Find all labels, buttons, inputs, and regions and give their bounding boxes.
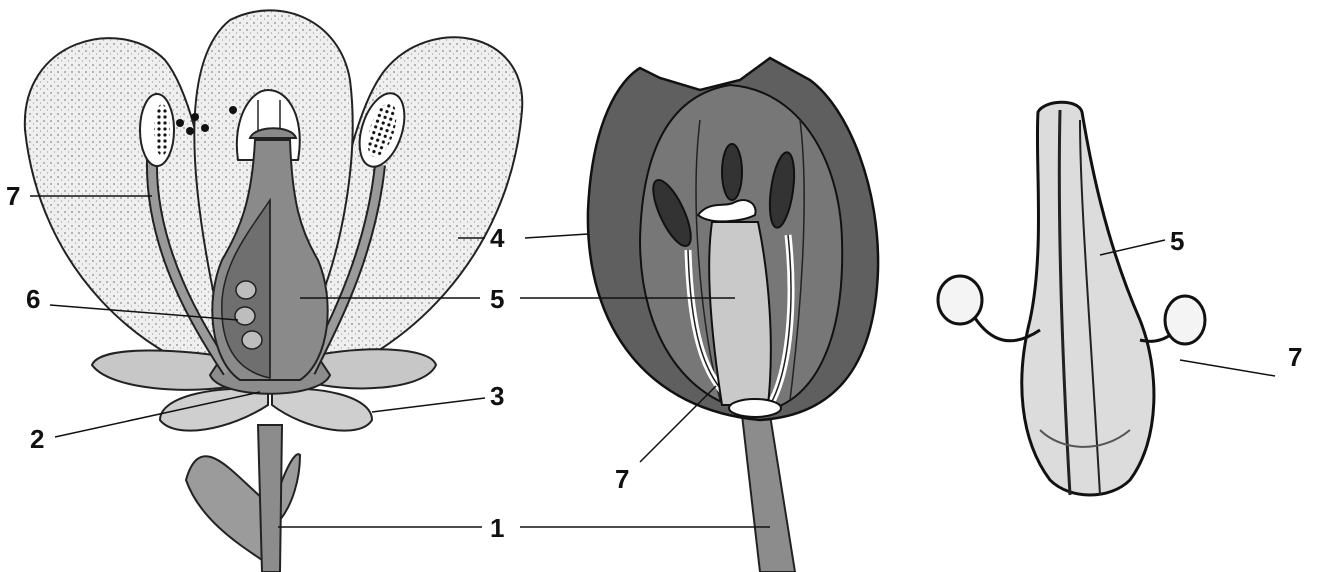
right-pistil-illustration [938, 102, 1205, 495]
pollen-grain [186, 127, 194, 135]
tulip-receptacle [729, 399, 781, 417]
ovule [236, 281, 256, 299]
ovule [242, 331, 262, 349]
middle-flower-illustration [588, 58, 878, 572]
left-stem [258, 425, 282, 572]
label-petal: 4 [490, 223, 505, 253]
left-flower-illustration [25, 10, 522, 572]
leader-7-middle [640, 386, 716, 462]
label-ovary: 6 [26, 284, 40, 314]
pollen-grain [201, 124, 209, 132]
sepal-front-right [272, 389, 372, 431]
anther-left-pollen [154, 104, 170, 156]
label-sepal: 3 [490, 381, 504, 411]
pollen-grain [176, 119, 184, 127]
tulip-pistil [709, 222, 771, 405]
label-stamen-middle: 7 [615, 464, 629, 494]
left-leaf [186, 456, 262, 560]
pollen-grain [191, 113, 199, 121]
leader-4-middle [525, 234, 588, 238]
leader-7-right [1180, 360, 1275, 376]
label-receptacle: 2 [30, 424, 44, 454]
isolated-anther-left [938, 276, 982, 324]
label-pistil-right: 5 [1170, 226, 1184, 256]
isolated-anther-right [1165, 296, 1205, 344]
label-pistil: 5 [490, 284, 504, 314]
label-stamen-right: 7 [1288, 342, 1302, 372]
leader-3 [372, 398, 485, 412]
pollen-grain [229, 106, 237, 114]
ovule [235, 307, 255, 325]
label-stem: 1 [490, 513, 504, 543]
middle-stem [742, 415, 795, 572]
tulip-anther [722, 144, 742, 200]
label-stamen-left: 7 [6, 181, 20, 211]
